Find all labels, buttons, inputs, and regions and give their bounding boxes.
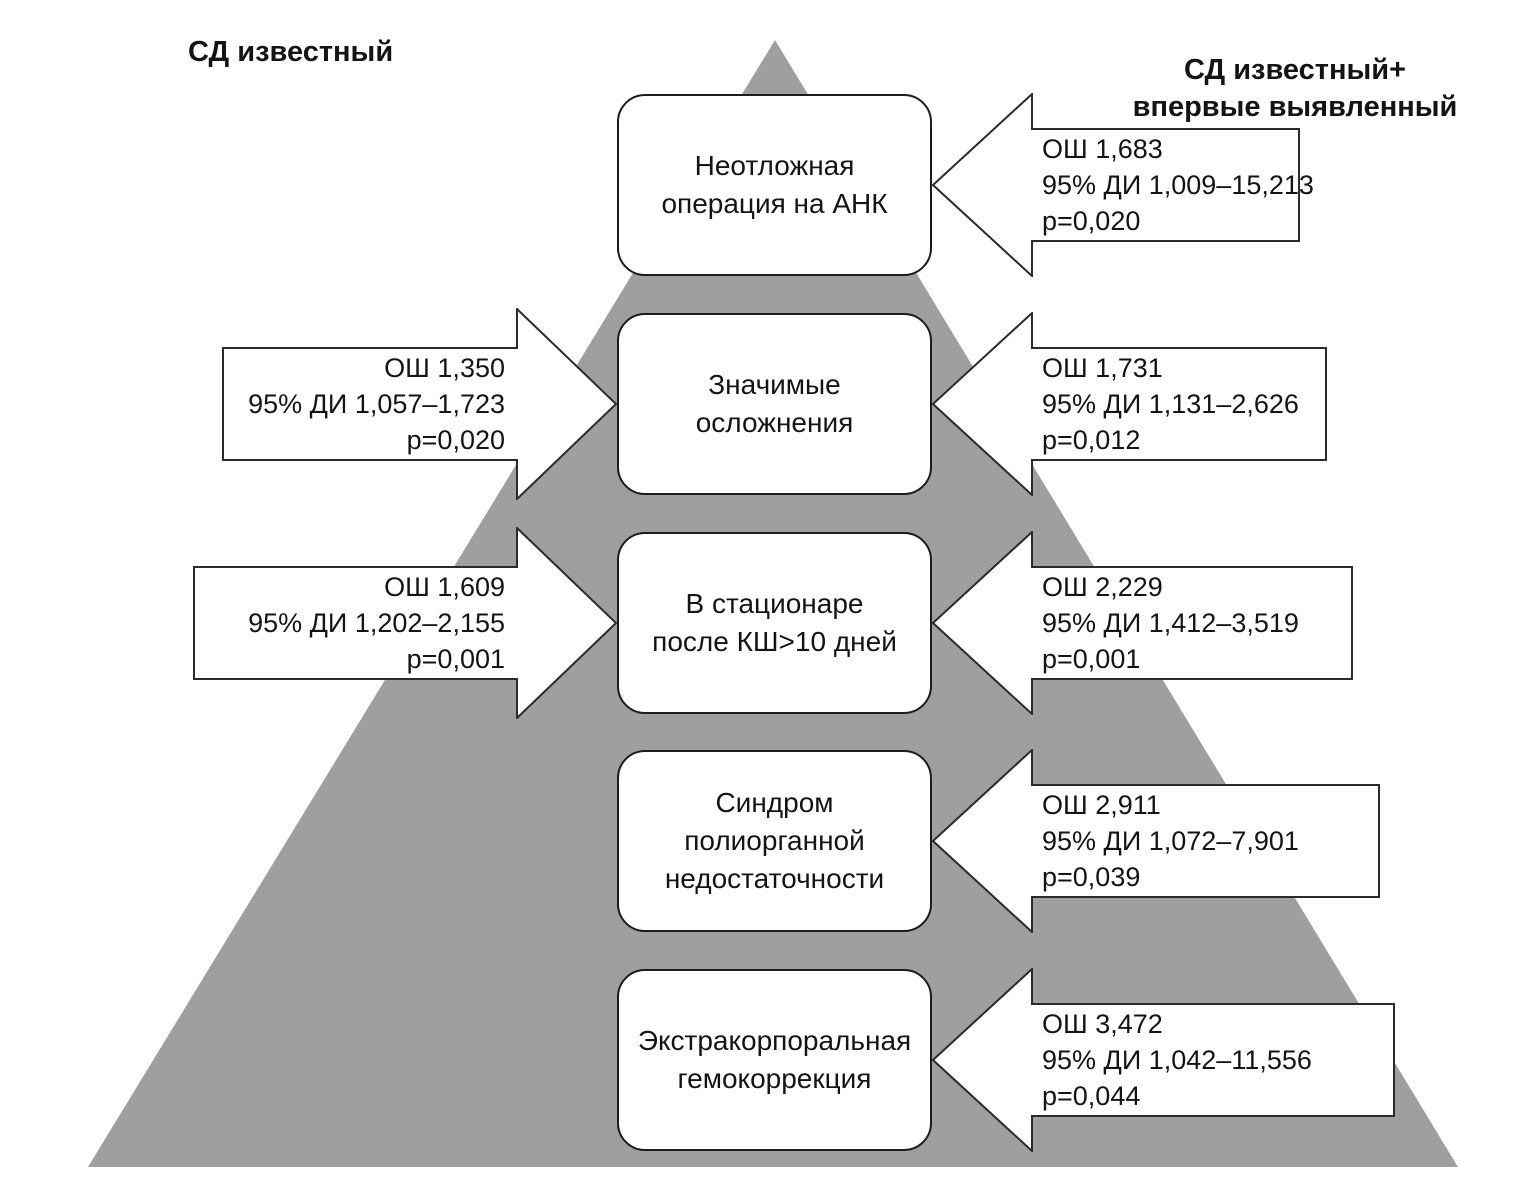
left-block-arrow-shape	[932, 749, 1380, 933]
left-block-arrow-shape	[932, 968, 1395, 1152]
left-block-arrow-shape	[932, 531, 1353, 715]
right-block-arrow-shape	[222, 308, 617, 500]
left-block-arrow-shape	[932, 93, 1300, 277]
group-label-known-dm: СД известный	[188, 36, 394, 68]
right-block-arrow-shape	[193, 527, 617, 719]
left-block-arrow-shape	[932, 312, 1327, 496]
group-label-known-plus-new-dm: СД известный+впервые выявленный	[1132, 54, 1458, 123]
